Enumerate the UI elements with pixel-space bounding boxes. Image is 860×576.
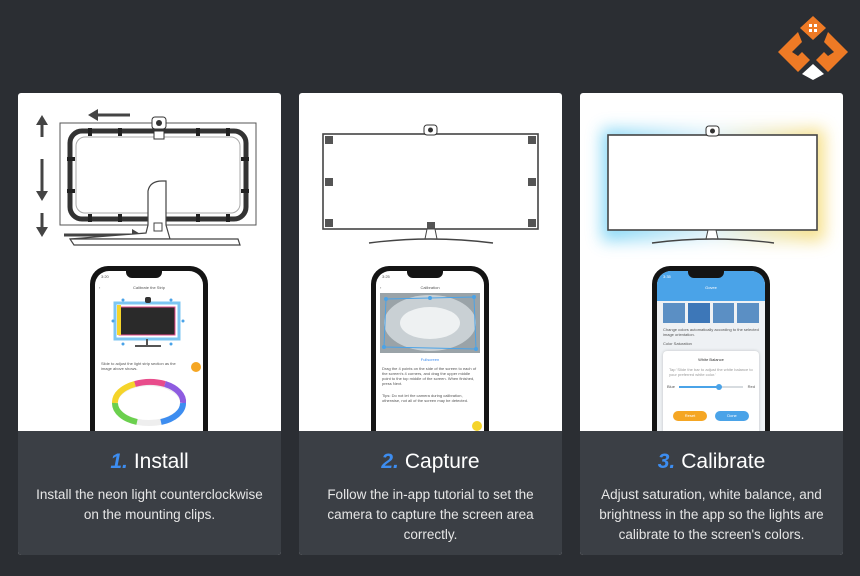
- dialog-title: White Balance: [698, 357, 724, 362]
- phone-notch: [688, 270, 724, 278]
- phone-screen: 3:20 Calibrate the Strip ‹ Slide to adju…: [95, 271, 203, 434]
- slider-left-label: Blue: [667, 384, 676, 389]
- mode-tab-icon[interactable]: [737, 303, 759, 323]
- phone-mockup: 3:25 Calibration ‹ Fullscreen Drag the 4…: [371, 266, 489, 434]
- mode-tab-icon[interactable]: [663, 303, 685, 323]
- help-button[interactable]: [191, 362, 201, 372]
- tv-preview-illustration: [111, 297, 185, 347]
- step-title: 2.Capture: [299, 449, 562, 475]
- phone-tips: Tips: Do not let the camera during calib…: [382, 393, 469, 403]
- help-button[interactable]: [472, 421, 482, 431]
- step-number: 1.: [110, 450, 128, 473]
- color-saturation-label: Color Saturation: [663, 341, 692, 346]
- slider-right-label: Red: [747, 384, 755, 389]
- phone-notch: [407, 270, 443, 278]
- step-number: 3.: [657, 450, 676, 473]
- phone-mockup: 3:35 Govee Change colors automatically a…: [652, 266, 770, 434]
- white-balance-dialog: White Balance Tap 'Slide the bar to adju…: [663, 351, 759, 434]
- step-title-text: Capture: [404, 450, 480, 473]
- mode-tab-icon[interactable]: [687, 303, 710, 323]
- step-card-capture: 3:25 Calibration ‹ Fullscreen Drag the 4…: [299, 93, 562, 555]
- step-caption: 1.Install Install the neon light counter…: [18, 431, 281, 555]
- brand-logo: [778, 16, 848, 80]
- mode-label: Fullscreen: [420, 357, 440, 362]
- done-button[interactable]: Done: [715, 411, 749, 421]
- step-description: Adjust saturation, white balance, and br…: [599, 487, 824, 542]
- phone-screen: 3:25 Calibration ‹ Fullscreen Drag the 4…: [376, 271, 484, 434]
- step-number: 2.: [381, 450, 399, 473]
- step-title-text: Install: [133, 450, 189, 473]
- step-title: 1.Install: [18, 449, 281, 475]
- status-time: 3:35: [663, 274, 671, 279]
- app-title: Govee: [705, 285, 717, 290]
- step-title: 3.Calibrate: [580, 449, 843, 475]
- step-caption: 2.Capture Follow the in-app tutorial to …: [299, 431, 562, 555]
- step-title-text: Calibrate: [681, 450, 766, 473]
- screen-title: Calibration: [420, 285, 440, 290]
- step-card-install: 3:20 Calibrate the Strip ‹ Slide to adju…: [18, 93, 281, 555]
- step-card-calibrate: 3:35 Govee Change colors automatically a…: [580, 93, 843, 555]
- capture-illustration: [322, 124, 539, 244]
- screen-title: Calibrate the Strip: [132, 285, 165, 290]
- phone-screen: 3:35 Govee Change colors automatically a…: [657, 271, 765, 434]
- step-caption: 3.Calibrate Adjust saturation, white bal…: [580, 431, 843, 555]
- dialog-text: Tap 'Slide the bar to adjust the white b…: [669, 367, 753, 377]
- phone-mockup: 3:20 Calibrate the Strip ‹ Slide to adju…: [90, 266, 208, 434]
- step-description: Follow the in-app tutorial to set the ca…: [327, 487, 534, 542]
- calibrate-illustration: [602, 125, 824, 244]
- mode-hint: Change colors automatically according to…: [663, 327, 759, 337]
- camera-view-preview: [380, 293, 480, 353]
- phone-instruction: Drag the 4 points on the side of the scr…: [382, 366, 477, 386]
- back-icon[interactable]: ‹: [380, 285, 382, 290]
- install-illustration: [36, 109, 257, 246]
- white-balance-slider[interactable]: [679, 384, 743, 390]
- step-description: Install the neon light counterclockwise …: [36, 487, 263, 522]
- color-ring-icon[interactable]: [109, 375, 189, 431]
- back-icon[interactable]: ‹: [99, 285, 101, 290]
- mode-tab-icon[interactable]: [712, 303, 735, 323]
- slider-thumb[interactable]: [715, 384, 722, 390]
- reset-button[interactable]: Reset: [673, 411, 707, 421]
- status-time: 3:25: [382, 274, 390, 279]
- phone-instruction: Slide to adjust the light strip section …: [101, 361, 176, 371]
- mode-tabs: [663, 303, 759, 323]
- status-time: 3:20: [101, 274, 109, 279]
- slider-fill: [679, 386, 719, 388]
- phone-notch: [126, 270, 162, 278]
